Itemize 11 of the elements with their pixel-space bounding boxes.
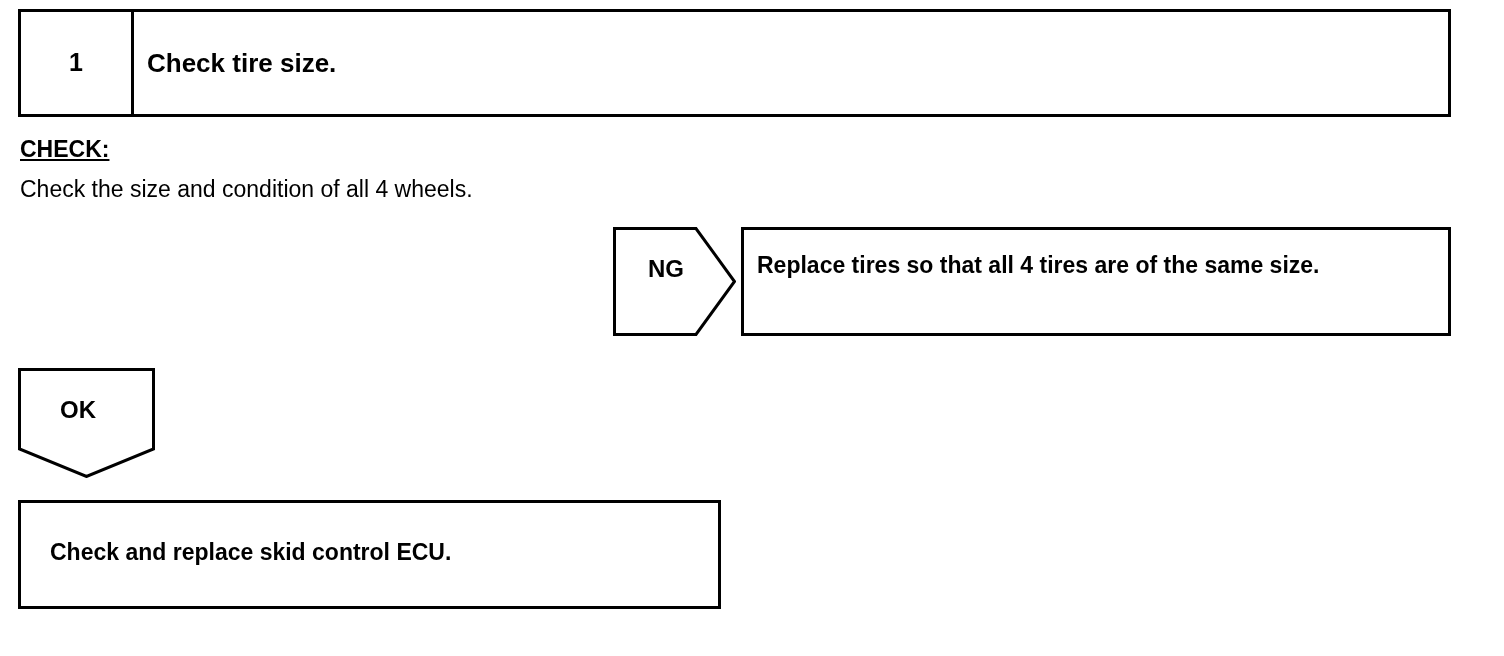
action-text: Check and replace skid control ECU. (50, 539, 453, 566)
check-heading: CHECK: (20, 135, 110, 164)
result-label: NG (648, 254, 684, 284)
result-label: OK (60, 395, 96, 425)
action-box (18, 500, 721, 609)
check-instruction: Check the size and condition of all 4 wheels. (20, 175, 473, 204)
step-title: Check tire size. (147, 46, 337, 80)
action-text: Replace tires so that all 4 tires are of the same size. (757, 252, 1321, 279)
action-box (741, 227, 1451, 336)
step-header-box (18, 9, 1451, 117)
step-number: 1 (69, 47, 83, 79)
